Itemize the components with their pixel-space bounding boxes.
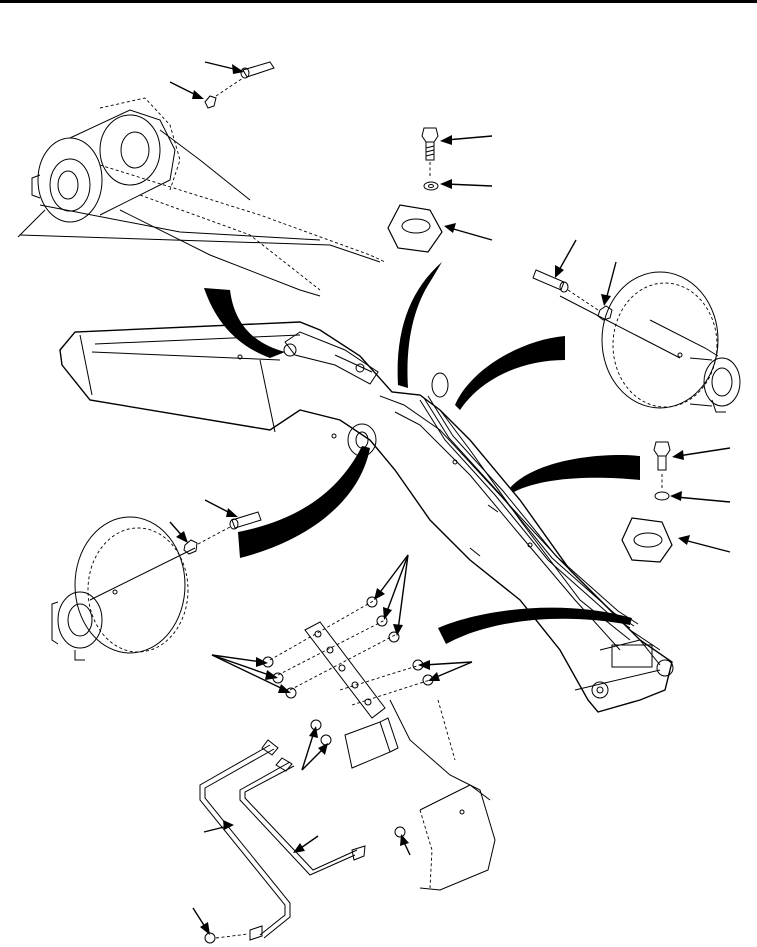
pulley-right: [559, 271, 741, 413]
arrow-fitting-bottom: [192, 907, 210, 935]
arrow-bolt-upper: [440, 135, 493, 145]
plate-nuts: [262, 596, 434, 746]
arrow-washer-lower: [670, 491, 731, 503]
arrow-fitting-right: [400, 834, 411, 856]
arrow-plate-nuts-left: [211, 654, 291, 693]
bolt-washer-clamp-upper: [387, 127, 443, 253]
pin-nut-left: [183, 511, 262, 555]
arrow-washer-upper: [440, 179, 493, 189]
arrow-nut-left: [169, 521, 188, 543]
arrow-pin-left: [204, 499, 238, 517]
header-rule: [0, 0, 757, 3]
arrow-nut-right: [601, 261, 617, 306]
mounting-plate: [269, 599, 431, 769]
pulley-left-lower: [51, 516, 196, 661]
boom-arm: [59, 321, 674, 713]
arrow-tube-fittings: [301, 726, 328, 771]
bolt-washer-clamp-lower: [621, 441, 673, 563]
arrow-plate-nuts-right: [374, 554, 409, 636]
arrow-bolt-lower: [672, 447, 731, 460]
hydraulic-tubes: [199, 739, 406, 944]
arrow-pin-top: [204, 61, 244, 74]
arrow-tube-b: [293, 835, 319, 853]
arrow-pin-right: [555, 239, 577, 278]
pin-nut-right: [532, 269, 613, 321]
drum-section: [389, 699, 496, 891]
curved-leaders: [204, 262, 640, 644]
arrow-clamp-lower: [678, 535, 731, 553]
pointer-arrows: [169, 61, 731, 935]
arrow-tube-a: [203, 820, 234, 833]
arrow-nut-top: [169, 81, 204, 99]
pin-nut-top: [204, 61, 275, 109]
arrow-clamp-upper: [444, 223, 493, 241]
pulley-top-left: [17, 97, 386, 297]
arrow-plate-nuts-lower: [418, 660, 473, 681]
